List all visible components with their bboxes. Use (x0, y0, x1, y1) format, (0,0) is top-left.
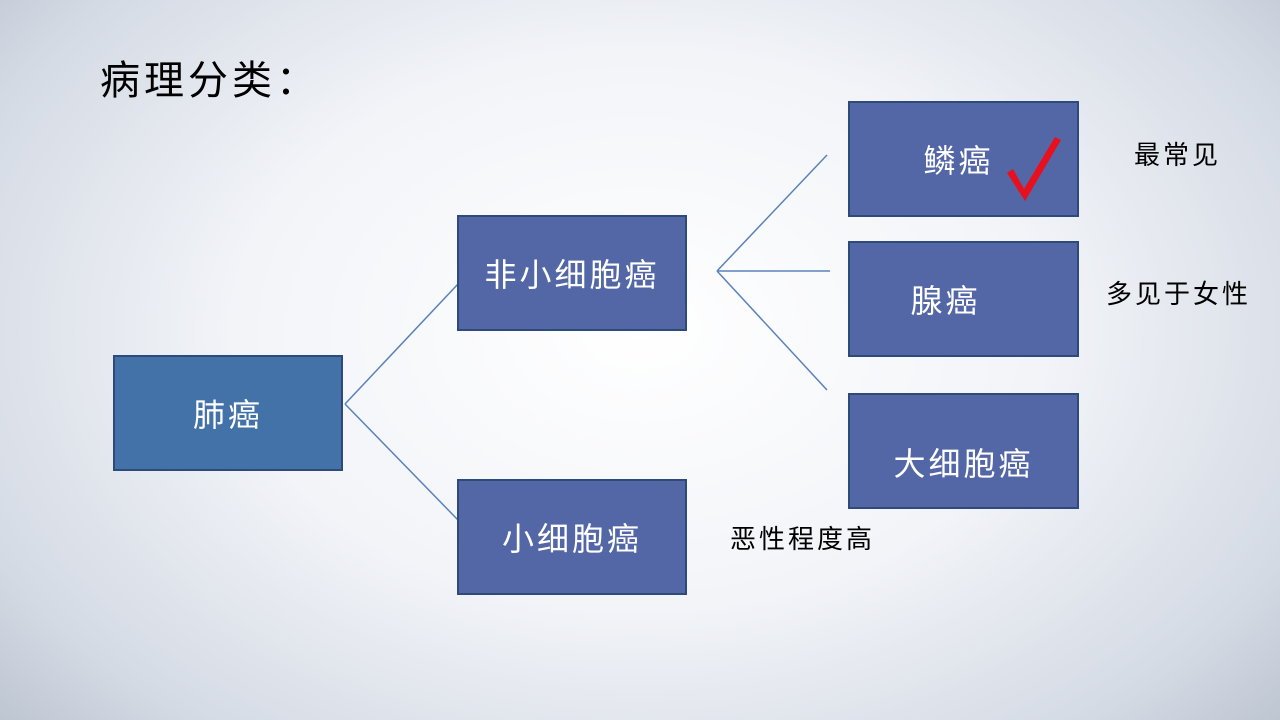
red-check-icon (1007, 137, 1061, 201)
slide-title: 病理分类： (100, 58, 320, 104)
node-label: 非小细胞癌 (484, 256, 660, 294)
node-label: 鳞癌 (923, 142, 994, 180)
node-squamous: 鳞癌 (848, 101, 1079, 217)
node-label: 腺癌 (910, 282, 981, 320)
node-label: 小细胞癌 (501, 520, 642, 558)
connector-nsclc-squamous (716, 154, 828, 272)
node-adenocarcinoma: 腺癌 (848, 241, 1079, 357)
note-squamous: 最常见 (1134, 141, 1222, 171)
connector-root-nsclc (344, 283, 459, 405)
node-label: 大细胞癌 (893, 445, 1034, 483)
note-adeno: 多见于女性 (1106, 280, 1252, 310)
connector-nsclc-large-cell (716, 270, 828, 391)
node-label: 肺癌 (192, 396, 263, 434)
node-small-cell: 小细胞癌 (457, 479, 687, 595)
node-non-small-cell: 非小细胞癌 (457, 215, 687, 331)
node-large-cell: 大细胞癌 (848, 393, 1079, 509)
node-lung-cancer: 肺癌 (113, 355, 343, 471)
connector-root-sclc (344, 403, 459, 521)
note-small-cell: 恶性程度高 (730, 525, 876, 555)
